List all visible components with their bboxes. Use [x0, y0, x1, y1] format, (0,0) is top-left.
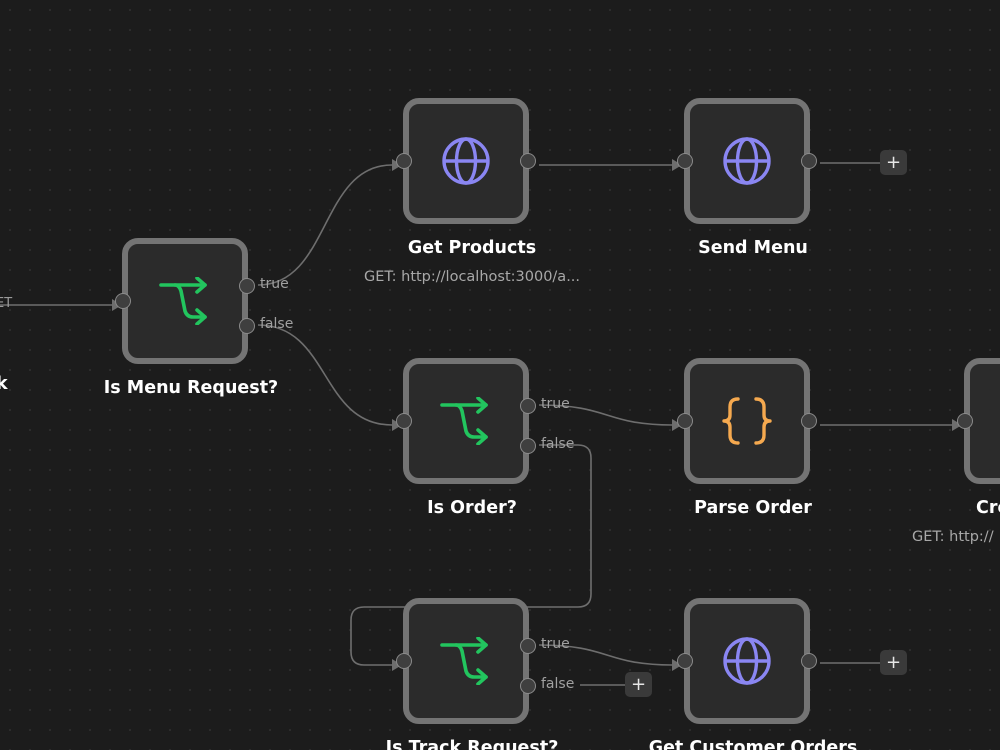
output-handle[interactable]: [520, 153, 536, 169]
input-handle[interactable]: [677, 653, 693, 669]
curly-braces-icon: [720, 395, 774, 447]
node-title: Get Products: [407, 238, 537, 258]
input-handle[interactable]: [115, 293, 131, 309]
node-create-partial[interactable]: Cre GET: http://: [912, 358, 1000, 545]
output-handle-false[interactable]: [239, 318, 255, 334]
output-handle-false[interactable]: [520, 678, 536, 694]
branch-label-true: true: [260, 276, 289, 292]
edge-is-menu-true-to-get-products: [257, 164, 393, 286]
globe-icon: [721, 635, 773, 687]
edge-arrow: [952, 419, 962, 431]
branch-label-true: true: [541, 636, 570, 652]
node-title: Parse Order: [694, 498, 812, 518]
node-is-order[interactable]: true false Is Order?: [396, 358, 574, 518]
branch-split-icon: [438, 397, 494, 445]
branch-label-false: false: [541, 676, 575, 692]
node-is-track-request[interactable]: true false Is Track Request?: [386, 598, 574, 750]
branch-split-icon: [438, 637, 494, 685]
globe-icon: [721, 135, 773, 187]
output-handle-false[interactable]: [520, 438, 536, 454]
node-title: Send Menu: [698, 238, 808, 258]
output-handle[interactable]: [801, 653, 817, 669]
output-handle-true[interactable]: [520, 638, 536, 654]
edge-is-track-true-to-get-customer-orders: [538, 644, 673, 666]
offscreen-edge-label: ET: [0, 296, 13, 311]
output-handle[interactable]: [801, 153, 817, 169]
input-handle[interactable]: [396, 413, 412, 429]
input-handle[interactable]: [677, 413, 693, 429]
edge-arrow: [672, 659, 682, 671]
node-title: Cre: [976, 498, 1000, 518]
node-title: Is Order?: [427, 498, 517, 518]
node-title: Is Track Request?: [385, 738, 559, 750]
edge-arrow: [672, 419, 682, 431]
edge-is-order-true-to-parse-order: [538, 404, 673, 426]
output-handle[interactable]: [801, 413, 817, 429]
output-handle-true[interactable]: [520, 398, 536, 414]
node-get-products[interactable]: Get Products GET: http://localhost:3000/…: [364, 98, 580, 285]
node-parse-order[interactable]: Parse Order: [677, 358, 817, 518]
add-node-button[interactable]: +: [880, 150, 907, 175]
branch-label-false: false: [260, 316, 294, 332]
offscreen-node-title: k: [0, 374, 8, 394]
branch-label-false: false: [541, 436, 575, 452]
edge-is-menu-false-to-is-order: [257, 324, 393, 426]
add-node-button[interactable]: +: [880, 650, 907, 675]
node-subtitle: GET: http://: [912, 529, 994, 545]
input-handle[interactable]: [677, 153, 693, 169]
node-send-menu[interactable]: Send Menu: [677, 98, 817, 258]
globe-icon: [440, 135, 492, 187]
edge-arrow: [672, 159, 682, 171]
node-subtitle: GET: http://localhost:3000/a...: [363, 269, 581, 285]
node-title: Is Menu Request?: [103, 378, 279, 398]
output-handle-true[interactable]: [239, 278, 255, 294]
branch-split-icon: [157, 277, 213, 325]
input-handle[interactable]: [396, 153, 412, 169]
add-node-button[interactable]: +: [625, 672, 652, 697]
node-is-menu-request[interactable]: true false Is Menu Request?: [104, 238, 293, 398]
input-handle[interactable]: [957, 413, 973, 429]
node-title: Get Customer Orders: [648, 738, 858, 750]
node-get-customer-orders[interactable]: Get Customer Orders: [649, 598, 857, 750]
branch-label-true: true: [541, 396, 570, 412]
input-handle[interactable]: [396, 653, 412, 669]
